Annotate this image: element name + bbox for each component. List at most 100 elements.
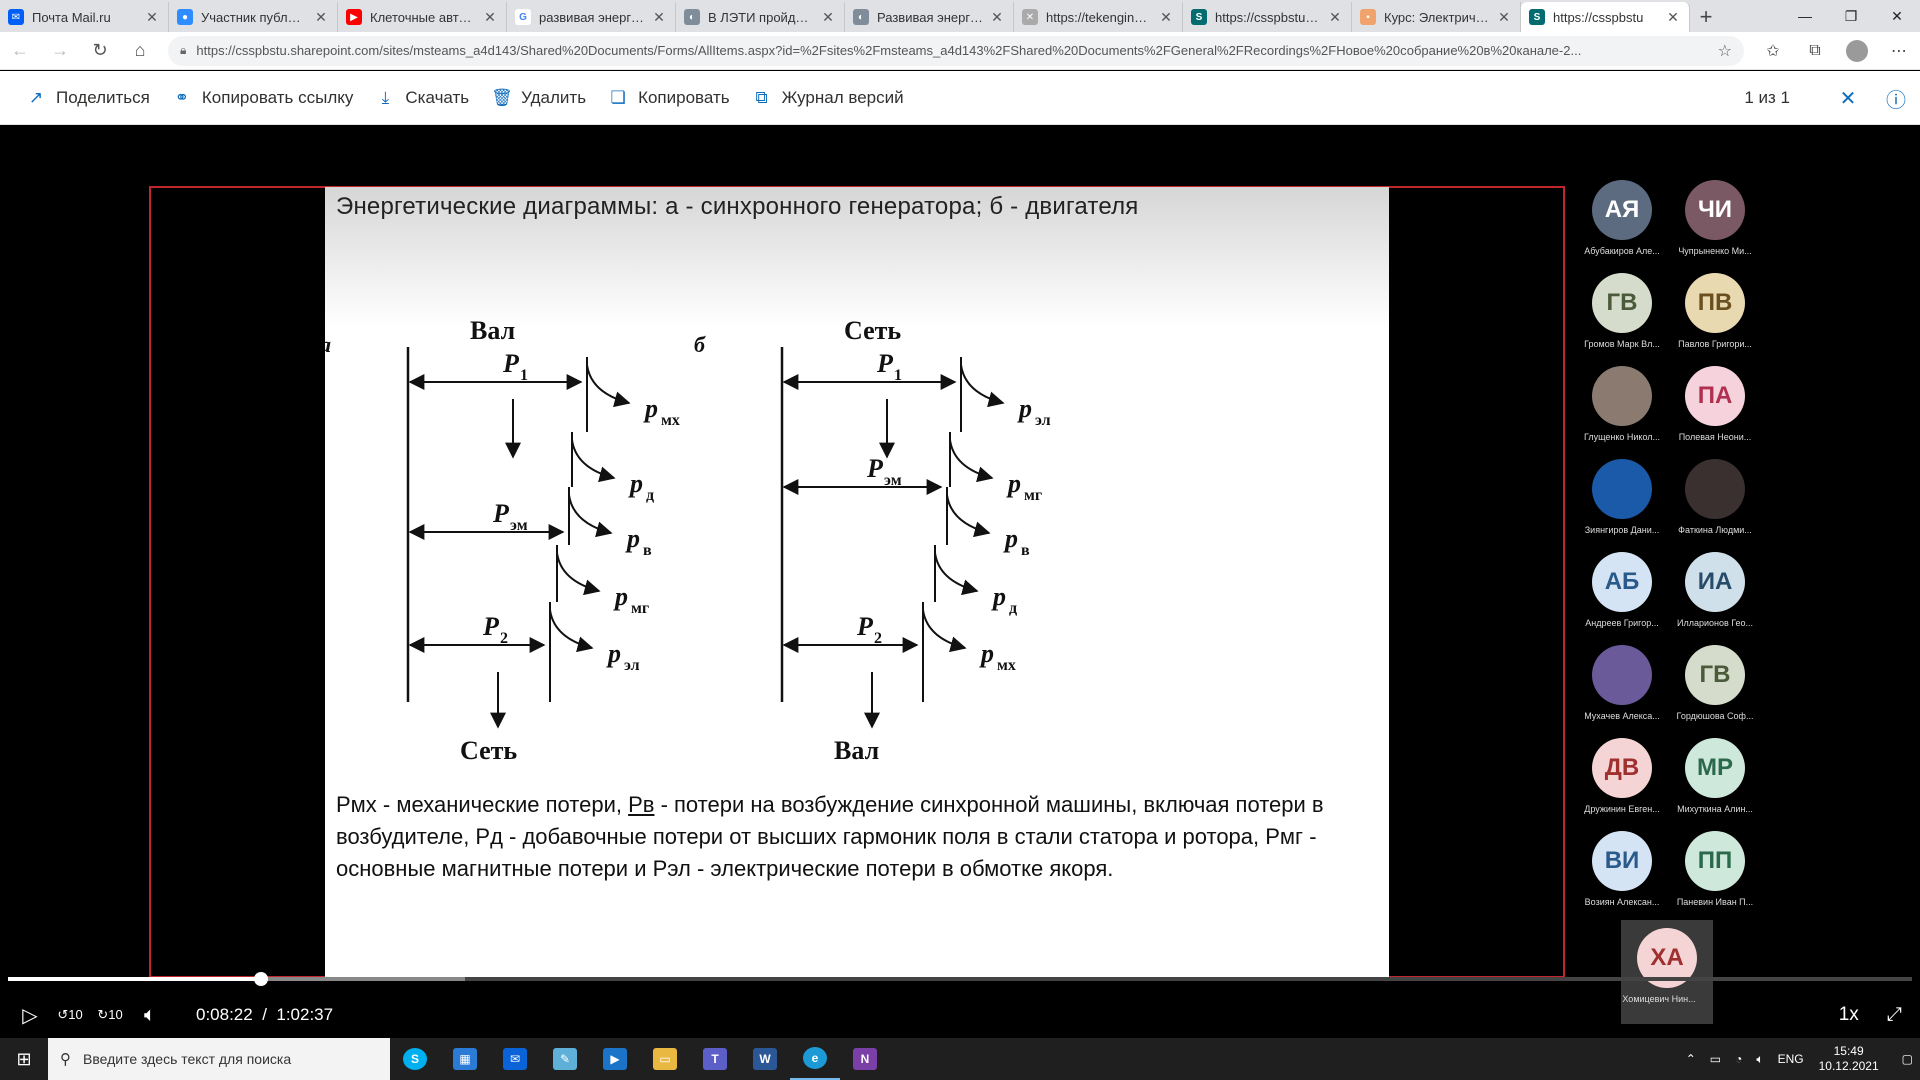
- tab-close-icon[interactable]: ✕: [1160, 8, 1172, 25]
- loss-label: p: [606, 639, 621, 668]
- participant-tile[interactable]: Зиянгиров Дани...: [1584, 459, 1660, 545]
- browser-tab[interactable]: ✕https://tekengineering✕: [1014, 2, 1183, 32]
- seek-bar[interactable]: [8, 972, 1912, 986]
- version-history-button[interactable]: ⧉Журнал версий: [752, 88, 904, 108]
- language-indicator[interactable]: ENG: [1777, 1052, 1804, 1066]
- collections-icon[interactable]: ⧉: [1809, 41, 1821, 59]
- browser-tab[interactable]: ✉Почта Mail.ru✕: [0, 2, 169, 32]
- folder-icon[interactable]: ▭: [640, 1038, 690, 1080]
- battery-icon[interactable]: ▭: [1709, 1052, 1722, 1066]
- browser-tab[interactable]: ▶Клеточные автоматы✕: [338, 2, 507, 32]
- loss-subscript: в: [1021, 542, 1030, 559]
- loss-subscript: мх: [661, 412, 680, 429]
- favorite-star-icon[interactable]: ☆: [1717, 42, 1732, 60]
- network-icon[interactable]: ◔: [1735, 1052, 1743, 1066]
- volume-icon[interactable]: 🔈︎: [144, 1003, 156, 1026]
- playback-speed-button[interactable]: 1x: [1838, 1004, 1859, 1025]
- system-tray: ⌃ ▭ ◔ 🔈︎ ENG 15:49 10.12.2021 ▢: [1679, 1038, 1920, 1080]
- home-icon[interactable]: ⌂: [134, 40, 146, 60]
- teams-icon[interactable]: T: [690, 1038, 740, 1080]
- windows-start-icon[interactable]: ⊞: [16, 1048, 32, 1069]
- top-label: Вал: [470, 316, 515, 345]
- tab-close-icon[interactable]: ✕: [1329, 8, 1341, 25]
- skip-back-button[interactable]: ↺10: [57, 1007, 83, 1022]
- copy-button[interactable]: ❏Копировать: [608, 88, 729, 108]
- notifications-icon[interactable]: ▢: [1901, 1052, 1913, 1066]
- tab-title: https://csspbstu.sharepoint: [1215, 9, 1321, 25]
- url-field[interactable]: 🔒︎ https://csspbstu.sharepoint.com/sites…: [168, 35, 1744, 66]
- tab-close-icon[interactable]: ✕: [822, 8, 834, 25]
- participant-tile[interactable]: Мухачев Алекса...: [1584, 645, 1660, 731]
- command-bar-right: 1 из 1 ✕ ⓘ: [1744, 71, 1920, 125]
- avatar: [1592, 459, 1652, 519]
- tab-close-icon[interactable]: ✕: [1667, 8, 1679, 25]
- share-button[interactable]: ↗Поделиться: [26, 88, 150, 108]
- participant-tile[interactable]: Глущенко Никол...: [1584, 366, 1660, 452]
- participant-tile[interactable]: Фаткина Людми...: [1677, 459, 1753, 545]
- browser-tab[interactable]: ◐Развивая энергетику✕: [845, 2, 1014, 32]
- tab-close-icon[interactable]: ✕: [146, 8, 158, 25]
- favorites-icon[interactable]: ✩: [1766, 42, 1780, 60]
- onenote-icon[interactable]: N: [840, 1038, 890, 1080]
- browser-tab[interactable]: ●Участник публикации✕: [169, 2, 338, 32]
- skype-icon[interactable]: S: [390, 1038, 440, 1080]
- forward-icon[interactable]: →: [51, 40, 69, 60]
- tab-close-icon[interactable]: ✕: [1498, 8, 1510, 25]
- close-viewer-icon[interactable]: ✕: [1839, 87, 1857, 110]
- participant-name: Громов Марк Вл...: [1584, 339, 1660, 349]
- info-icon[interactable]: ⓘ: [1886, 89, 1906, 112]
- word-icon[interactable]: W: [740, 1038, 790, 1080]
- delete-button[interactable]: 🗑︎Удалить: [491, 87, 587, 107]
- avatar: МР: [1685, 738, 1745, 798]
- download-button[interactable]: ⤓Скачать: [375, 88, 470, 108]
- tab-close-icon[interactable]: ✕: [315, 8, 327, 25]
- browser-tab[interactable]: ◐В ЛЭТИ пройдет конференция✕: [676, 2, 845, 32]
- skip-forward-button[interactable]: ↻10: [97, 1007, 123, 1022]
- tab-close-icon[interactable]: ✕: [991, 8, 1003, 25]
- notes-icon[interactable]: ✎: [540, 1038, 590, 1080]
- mail-icon[interactable]: ✉: [490, 1038, 540, 1080]
- more-menu-icon[interactable]: ⋯: [1891, 42, 1907, 60]
- fullscreen-icon[interactable]: ⤢: [1886, 1004, 1902, 1025]
- restore-icon[interactable]: ❐: [1844, 7, 1858, 24]
- browser-tab[interactable]: ▪Курс: Электрические✕: [1352, 2, 1521, 32]
- refresh-icon[interactable]: ↻: [92, 40, 108, 60]
- store-icon[interactable]: ▦: [440, 1038, 490, 1080]
- tray-chevron-icon[interactable]: ⌃: [1685, 1052, 1696, 1066]
- tab-close-icon[interactable]: ✕: [484, 8, 496, 25]
- new-tab-icon[interactable]: +: [1699, 4, 1713, 29]
- back-icon[interactable]: ←: [11, 40, 29, 60]
- profile-icon[interactable]: [1836, 35, 1878, 67]
- close-window-icon[interactable]: ✕: [1891, 7, 1903, 24]
- power-subscript: 2: [500, 630, 508, 647]
- tab-favicon-icon: ✉: [8, 9, 24, 25]
- edge-icon[interactable]: e: [790, 1038, 840, 1080]
- speaker-icon[interactable]: 🔈︎: [1756, 1051, 1764, 1066]
- play-icon[interactable]: ▷: [22, 1004, 38, 1027]
- video-player[interactable]: Энергетические диаграммы: а - синхронног…: [0, 125, 1920, 1038]
- participant-name: Зиянгиров Дани...: [1584, 525, 1660, 535]
- media-icon[interactable]: ▶: [590, 1038, 640, 1080]
- minimize-icon[interactable]: —: [1798, 8, 1812, 24]
- loss-subscript: эл: [1035, 412, 1051, 429]
- clock[interactable]: 15:49 10.12.2021: [1818, 1044, 1879, 1073]
- copy-link-button[interactable]: ⚭Копировать ссылку: [172, 88, 354, 108]
- taskbar-search[interactable]: ⚲ Введите здесь текст для поиска: [48, 1038, 390, 1080]
- seek-handle[interactable]: [254, 972, 269, 986]
- tab-close-icon[interactable]: ✕: [653, 8, 665, 25]
